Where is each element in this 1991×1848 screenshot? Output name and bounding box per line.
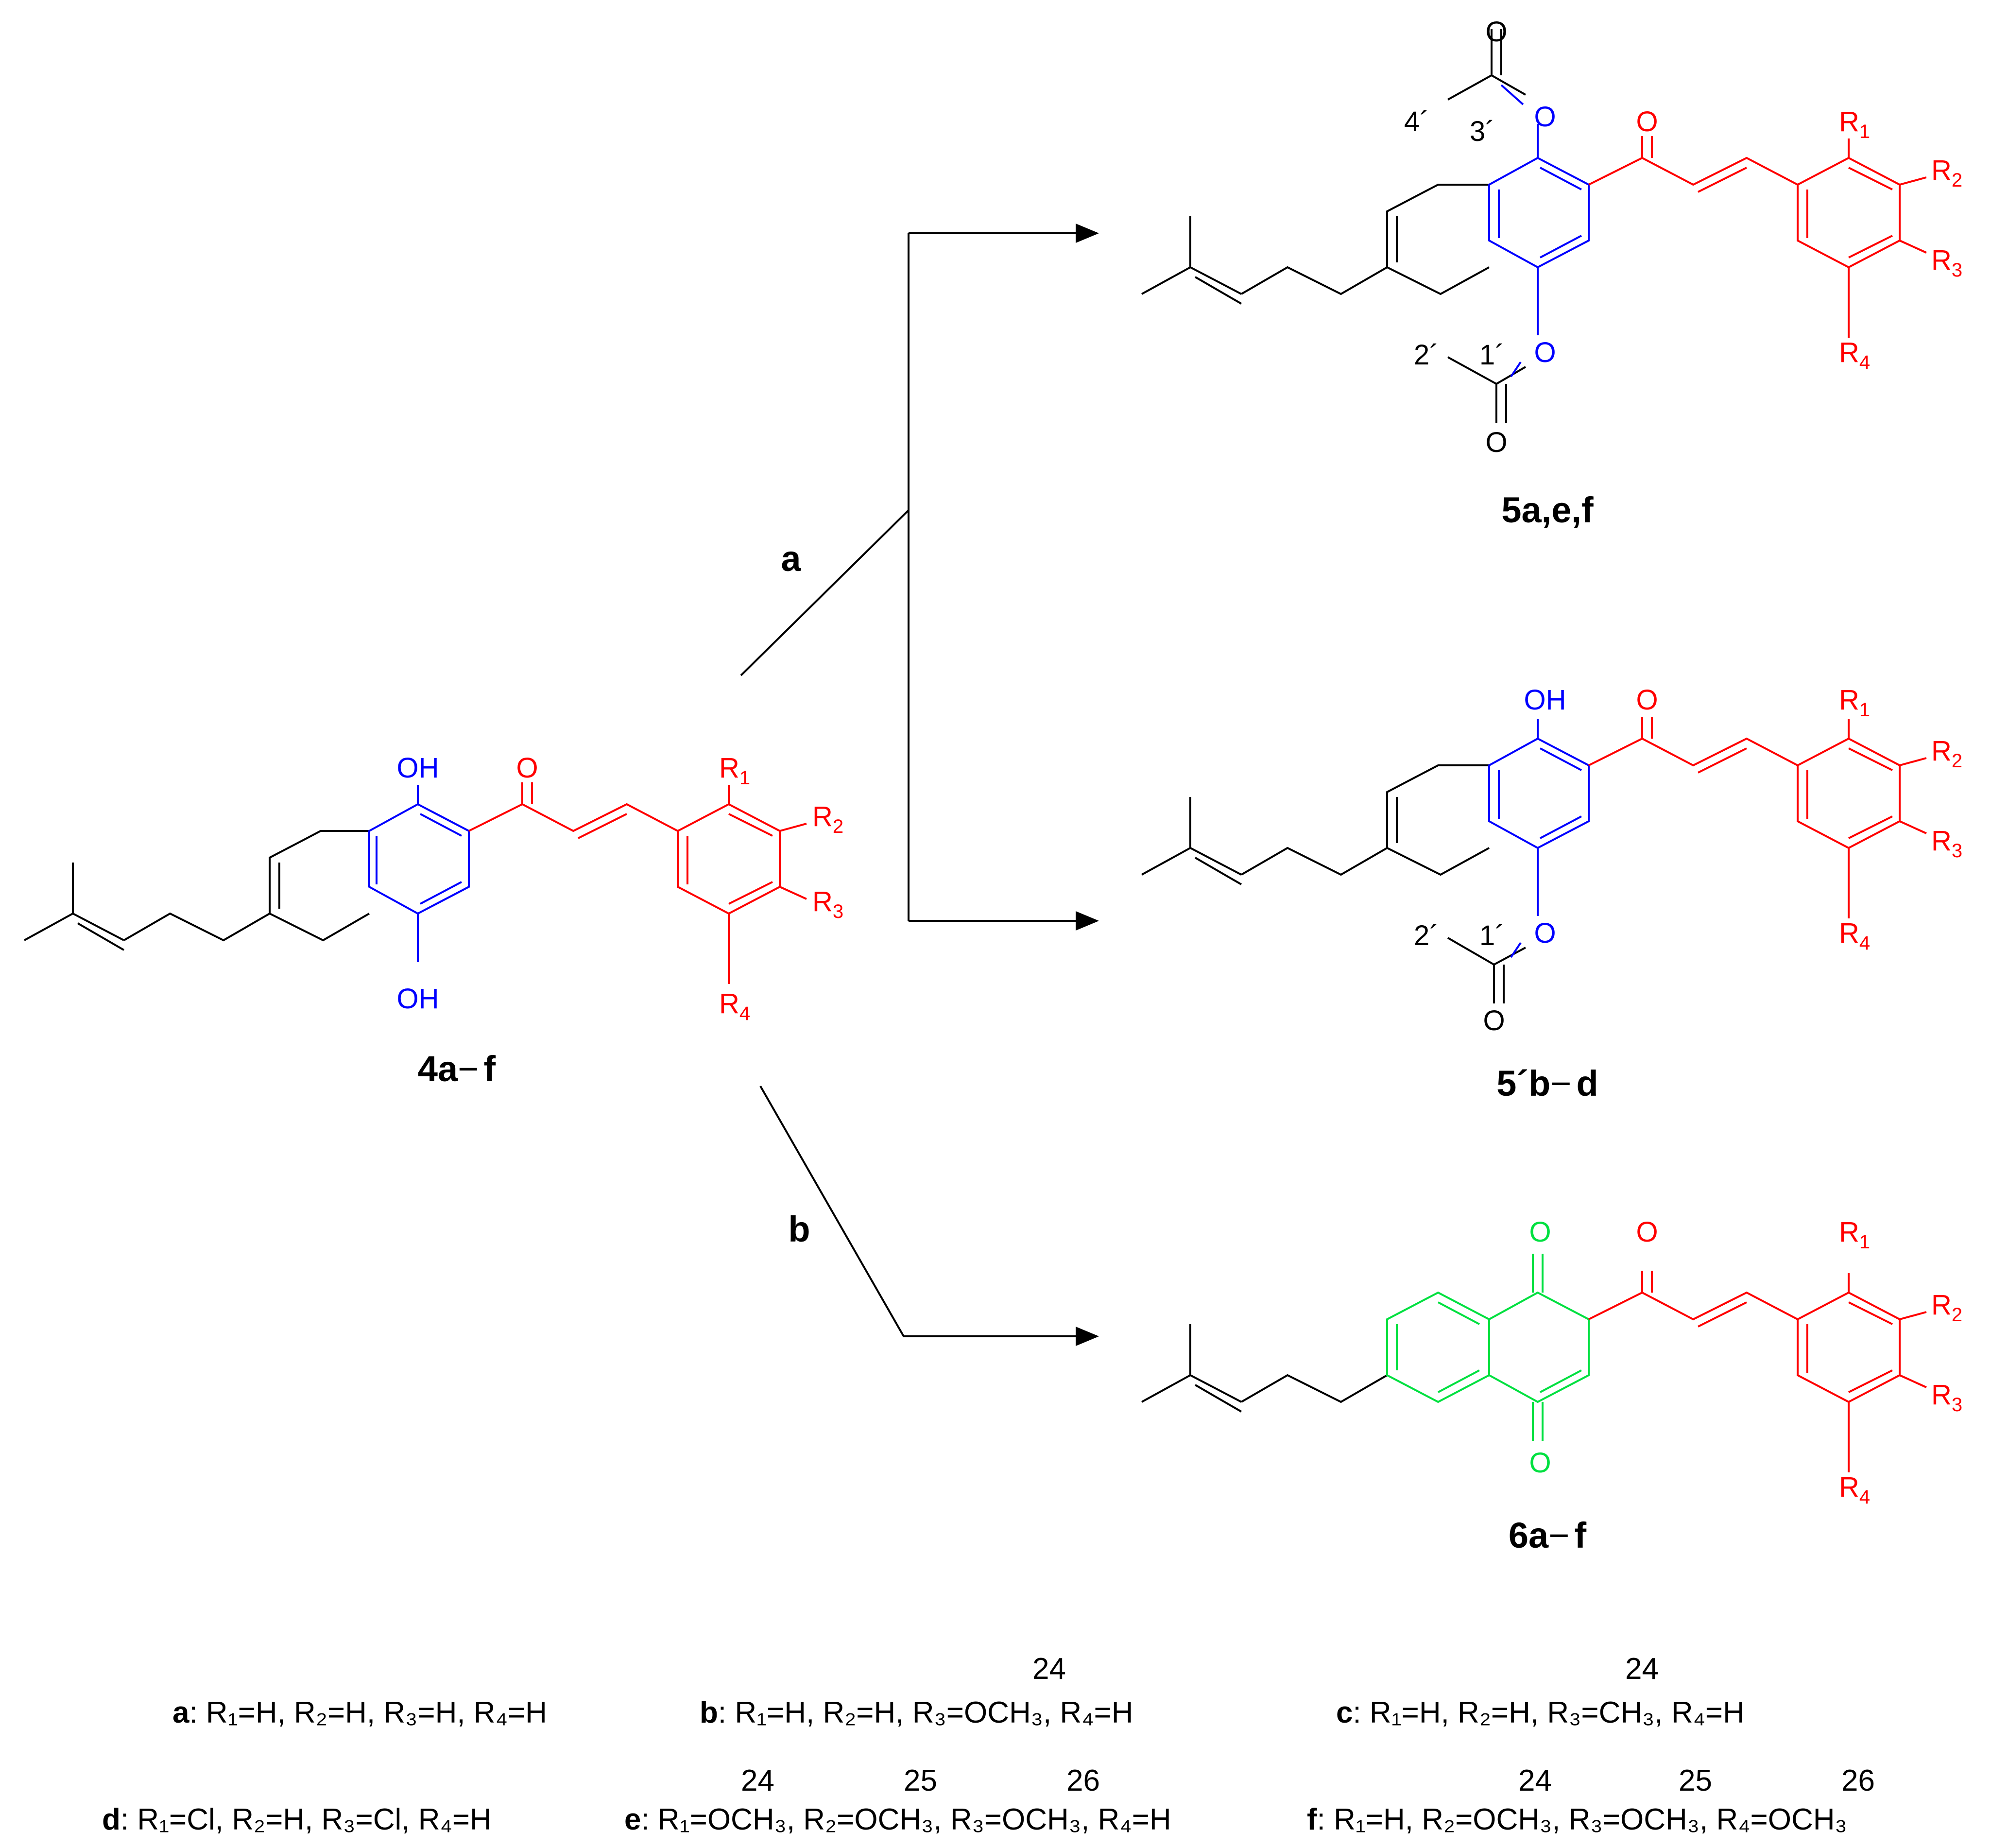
compound-5pbd-ketone-o: O (1636, 684, 1658, 716)
compound-5pbd-label: 5´b−d (1496, 1063, 1598, 1104)
compound-4-ketone-o: O (516, 752, 538, 784)
branch-a-diagonal (740, 509, 910, 676)
compound-5pbd-red-chalcone (1588, 717, 1927, 918)
compound-4-label: 4a−f (418, 1049, 496, 1089)
compound-6-quinone-o-top: O (1529, 1216, 1551, 1248)
compound-6-red-chalcone (1588, 1271, 1927, 1472)
compound-5pbd-num-1p: 1´ (1479, 920, 1505, 951)
step-b-label: b (788, 1209, 810, 1249)
compound-5pbd-num-2p: 2´ (1414, 920, 1439, 951)
compound-5aef-r1: R1 (1839, 106, 1870, 142)
compound-4-r3: R3 (812, 886, 843, 922)
branch-b-line (759, 1086, 1099, 1346)
legend-b: b: R₁=H, R₂=H, R₃=OCH₃, R₄=H (700, 1696, 1133, 1729)
compound-5aef-acetyl-o-bottom: O (1485, 427, 1507, 458)
compound-5pbd-r1: R1 (1839, 684, 1870, 721)
compound-4-oh-bottom: OH (397, 983, 439, 1015)
compound-5aef-label: 5a,e,f (1501, 490, 1594, 530)
legend-f-number-25: 25 (1679, 1764, 1712, 1797)
compound-5pbd-blue-ring (1488, 719, 1590, 958)
compound-5pbd-black-bonds (1141, 764, 1526, 1003)
legend-e-number-26: 26 (1066, 1764, 1100, 1797)
compound-4: OH OH O R1 R2 R3 R4 4a−f (24, 752, 843, 1089)
compound-4-r4: R4 (719, 988, 750, 1024)
compound-5pbd-oh: OH (1524, 684, 1566, 716)
legend-f: f: R₁=H, R₂=OCH₃, R₃=OCH₃, R₄=OCH₃ (1307, 1803, 1847, 1836)
compound-4-r2: R2 (812, 801, 843, 837)
compound-4-blue-ring (368, 785, 470, 962)
legend-e: e: R₁=OCH₃, R₂=OCH₃, R₃=OCH₃, R₄=H (624, 1803, 1171, 1836)
compound-6-label: 6a−f (1509, 1515, 1587, 1555)
legend-d: d: R₁=Cl, R₂=H, R₃=Cl, R₄=H (102, 1803, 492, 1836)
compound-5aef-ester-o-top: O (1534, 101, 1556, 133)
compound-5aef-acetyl-o-top: O (1485, 16, 1507, 48)
step-a-label: a (781, 538, 801, 579)
legend-c: c: R₁=H, R₂=H, R₃=CH₃, R₄=H (1336, 1696, 1745, 1729)
compound-5aef: O 4´ 3´ O O R1 R2 R3 R4 O 2´ 1´ O 5a,e,f (1141, 16, 1962, 530)
compound-6-ketone-o: O (1636, 1216, 1658, 1248)
compound-5aef-blue-ring (1488, 84, 1590, 378)
legend-e-number-25: 25 (904, 1764, 937, 1797)
compound-4-black-bonds (24, 830, 370, 951)
compound-5aef-num-1p: 1´ (1479, 339, 1505, 371)
compound-5pbd-r2: R2 (1931, 735, 1962, 772)
legend-a: a: R₁=H, R₂=H, R₃=H, R₄=H (172, 1696, 547, 1729)
compound-5aef-ester-o-bottom: O (1534, 337, 1556, 368)
compound-5pbd: OH O R1 R2 R3 R4 O 2´ 1´ O 5´b−d (1141, 684, 1962, 1104)
compound-6: O O O R1 R2 R3 R4 6a−f (1141, 1216, 1962, 1555)
compound-4-oh-top: OH (397, 752, 439, 784)
compound-5aef-num-4p: 4´ (1404, 106, 1429, 138)
legend-e-number-24: 24 (741, 1764, 774, 1797)
substituent-legend: a: R₁=H, R₂=H, R₃=H, R₄=H 24 b: R₁=H, R₂… (102, 1652, 1875, 1836)
compound-5pbd-r4: R4 (1839, 917, 1870, 954)
compound-5pbd-acetyl-o: O (1483, 1005, 1505, 1036)
compound-5pbd-r3: R3 (1931, 825, 1962, 862)
compound-4-red-chalcone (468, 782, 807, 984)
compound-4-r1: R1 (719, 752, 750, 789)
compound-6-r2: R2 (1931, 1289, 1962, 1326)
compound-5aef-num-3p: 3´ (1470, 116, 1495, 147)
compound-5aef-r4: R4 (1839, 337, 1870, 373)
compound-6-quinone-o-bottom: O (1529, 1447, 1551, 1479)
legend-f-number-26: 26 (1841, 1764, 1875, 1797)
compound-6-r4: R4 (1839, 1471, 1870, 1508)
compound-5aef-red-chalcone (1588, 136, 1927, 338)
compound-6-r1: R1 (1839, 1216, 1870, 1253)
compound-6-green-quinone (1386, 1254, 1590, 1441)
compound-5aef-num-2p: 2´ (1414, 339, 1439, 371)
compound-5aef-black-bonds (1141, 29, 1527, 423)
legend-c-number-24: 24 (1625, 1652, 1659, 1686)
legend-f-number-24: 24 (1518, 1764, 1552, 1797)
compound-5aef-r2: R2 (1931, 155, 1962, 191)
reaction-arrows (740, 224, 1099, 1346)
compound-5pbd-ester-o: O (1534, 917, 1556, 949)
legend-b-number-24: 24 (1032, 1652, 1066, 1686)
compound-5aef-ketone-o: O (1636, 106, 1658, 138)
compound-6-r3: R3 (1931, 1379, 1962, 1416)
compound-5aef-r3: R3 (1931, 244, 1962, 281)
compound-6-black-bonds (1141, 1324, 1388, 1413)
